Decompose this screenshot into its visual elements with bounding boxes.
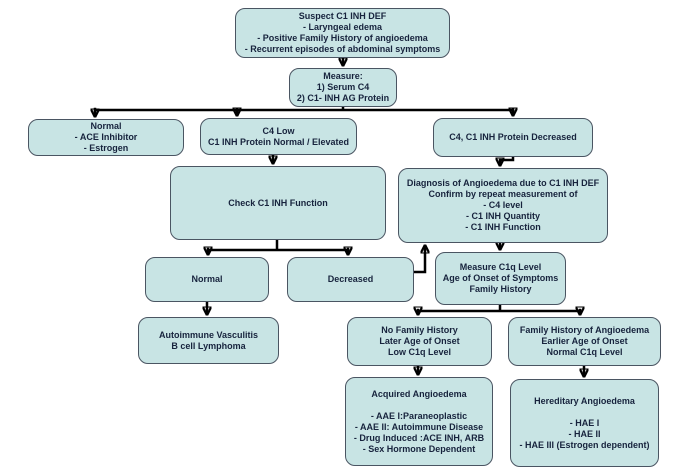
node-text-line: - C1 INH Quantity [465,211,540,221]
node-text-line: - AAE II: Autoimmune Disease [354,421,484,432]
node-normal-ace-inhibitor: Normal- ACE Inhibitor- Estrogen [28,119,184,156]
node-text-line: Measure: [323,71,363,81]
node-text-line: Earlier Age of Onset [541,336,628,346]
node-text-line: - Estrogen [83,143,129,153]
node-text-line: 2) C1- INH AG Protein [296,93,390,103]
node-text-line: - HAE I [569,417,600,428]
node-text-line: Check C1 INH Function [228,197,328,208]
node-text-line: Age of Onset of Symptoms [442,273,559,283]
edge-decreased-to-diagnosis [411,246,425,274]
node-text-line: - C4 level [483,200,523,210]
node-text-line: - Drug Induced :ACE INH, ARB [353,432,485,443]
edge-check-branch-rail [206,238,350,252]
node-text-line: Normal [90,121,122,131]
node-diagnosis-angioedema: Diagnosis of Angioedema due to C1 INH DE… [398,168,608,243]
node-text-line: B cell Lymphoma [171,340,246,351]
node-text-line: - Laryngeal edema [302,22,383,32]
node-text-line: Suspect C1 INH DEF [298,11,387,21]
node-hereditary-angioedema: Hereditary Angioedema - HAE I- HAE II- H… [510,379,659,467]
node-text-line: 1) Serum C4 [316,82,370,92]
node-text-line: Later Age of Onset [379,336,460,346]
node-text-line: C4 Low [262,125,295,136]
node-text-line: - Sex Hormone Dependent [362,443,476,454]
node-function-normal: Normal [145,257,269,302]
node-text-line [583,407,586,418]
node-text-line: Autoimmune Vasculitis [158,329,259,340]
node-text-line: - Positive Family History of angioedema [257,33,428,43]
node-text-line: C1 INH Protein Normal / Elevated [207,136,350,147]
node-text-line: Normal C1q Level [546,347,623,357]
node-text-line: Hereditary Angioedema [534,395,635,406]
node-text-line: - C1 INH Function [465,222,541,232]
node-text-line: - ACE Inhibitor [74,132,138,142]
edge-c4c1dec-to-diagnosis [500,155,515,165]
node-text-line: Family History [469,284,532,294]
node-text-line [418,400,421,411]
node-text-line: C4, C1 INH Protein Decreased [449,132,577,142]
node-text-line: No Family History [381,325,458,335]
node-c4-c1-inh-decreased: C4, C1 INH Protein Decreased [433,118,593,157]
node-text-line: Low C1q Level [387,347,451,357]
node-text-line: Decreased [327,274,374,284]
node-text-line: - Recurrent episodes of abdominal sympto… [244,44,441,54]
node-function-decreased: Decreased [287,257,414,302]
node-check-c1-inh-function: Check C1 INH Function [170,166,386,240]
node-text-line: Measure C1q Level [459,262,542,272]
edge-c1q-branch-rail [416,304,582,313]
node-text-line: - HAE II [568,428,601,439]
node-acquired-angioedema: Acquired Angioedema - AAE I:Paraneoplast… [345,377,493,466]
node-text-line: Confirm by repeat measurement of [428,189,578,199]
node-text-line: Normal [191,274,223,284]
node-text-line: - HAE III (Estrogen dependent) [519,439,650,450]
node-text-line: Family History of Angioedema [519,325,650,335]
node-suspect-c1-inh-def: Suspect C1 INH DEF- Laryngeal edema- Pos… [235,8,450,58]
node-text-line: Acquired Angioedema [371,388,467,399]
node-text-line: - AAE I:Paraneoplastic [370,410,468,421]
node-text-line: Diagnosis of Angioedema due to C1 INH DE… [406,178,600,188]
